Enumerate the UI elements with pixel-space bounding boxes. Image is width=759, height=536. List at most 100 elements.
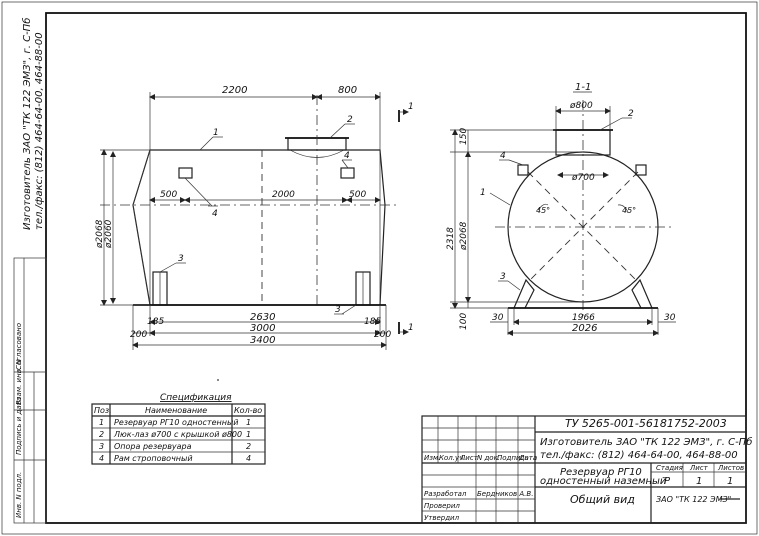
- side-margin-manufacturer: Изготовитель ЗАО "ТК 122 ЭМЗ", г. С-Пб т…: [21, 18, 45, 230]
- stamp-col-1: Инв. N подл.: [15, 472, 23, 518]
- lifting-lug-left: [178, 167, 193, 179]
- tb-stage-label: Стадия: [656, 464, 683, 472]
- callout-3-front-b: 3: [335, 305, 341, 315]
- tb-view-name: Общий вид: [570, 493, 635, 506]
- callout-4-front-a: 4: [212, 209, 218, 219]
- tb-col-ndok: N док.: [477, 454, 500, 462]
- front-view: 2200 800 500 2000 500 ø2068 ø2060 185 18…: [95, 85, 414, 350]
- callout-4-front-b: 4: [344, 151, 350, 161]
- tb-manufacturer: Изготовитель ЗАО "ТК 122 ЭМЗ", г. С-Пб: [540, 436, 752, 448]
- title-block: Изм. Кол.уч. Лист N док. Подпись Дата Ра…: [421, 415, 752, 524]
- tb-phone: тел./факс: (812) 464-64-00, 464-88-00: [540, 450, 738, 461]
- tb-sheets-label: Листов: [717, 464, 744, 472]
- spec-row-3-qty: 2: [246, 442, 251, 451]
- dim-200-right: 200: [374, 330, 391, 340]
- dim-2630: 2630: [250, 312, 275, 323]
- spec-header-name: Наименование: [145, 406, 207, 415]
- tb-product-line2: одностенный наземный: [540, 476, 667, 487]
- tb-col-data: Дата: [518, 454, 537, 462]
- spec-row-2-qty: 1: [246, 430, 251, 439]
- callout-2-section: 2: [628, 109, 634, 119]
- angle-left: 45°: [536, 206, 550, 215]
- saddle-right: [631, 278, 653, 309]
- spec-header-qty: Кол-во: [234, 406, 262, 415]
- dim-2200: 2200: [222, 85, 247, 96]
- dim-2060-front: ø2060: [104, 219, 114, 249]
- tb-role-developer: Разработал: [424, 490, 467, 498]
- dim-3400: 3400: [250, 335, 275, 346]
- dim-800-section: ø800: [569, 101, 593, 111]
- tb-product-line1: Резервуар РГ10: [560, 467, 642, 478]
- tb-col-izm: Изм.: [424, 454, 440, 462]
- dim-500-left: 500: [160, 190, 177, 200]
- dim-30-right: 30: [664, 313, 676, 323]
- side-stamp: Согласовано Инв. N подл. Подпись и дата …: [13, 257, 47, 524]
- spec-row-3-pos: 3: [99, 442, 104, 451]
- lug-section-left: [517, 164, 529, 176]
- saddle-left: [513, 278, 535, 309]
- callout-1-section: 1: [480, 188, 486, 198]
- tank-body: [132, 149, 386, 306]
- stamp-col-2: Подпись и дата: [15, 397, 23, 455]
- dim-1966: 1966: [572, 313, 595, 323]
- cut-mark-bottom: 1: [408, 323, 414, 333]
- dim-2000: 2000: [272, 190, 295, 200]
- tb-stage-value: Р: [664, 476, 671, 487]
- stray-dot: [217, 379, 219, 381]
- tb-sheet-value: 1: [696, 476, 702, 487]
- agreed-label: Согласовано: [15, 323, 23, 370]
- dim-30-left: 30: [492, 313, 504, 323]
- dim-2068-front: ø2068: [95, 219, 105, 249]
- callout-3-front-a: 3: [178, 254, 184, 264]
- tb-sheet-label: Лист: [689, 464, 709, 472]
- dim-2026: 2026: [572, 323, 597, 334]
- dim-2068-section: ø2068: [459, 221, 469, 251]
- callout-3-section: 3: [500, 272, 506, 282]
- dim-2318: 2318: [446, 227, 456, 250]
- lug-section-right: [635, 164, 647, 176]
- spec-row-4-qty: 4: [246, 454, 251, 463]
- section-view: 1-1 ø800 ø700 45° 45°: [446, 82, 676, 336]
- tb-col-podpis: Подпись: [497, 454, 529, 462]
- dim-500-right: 500: [349, 190, 366, 200]
- spec-row-3-name: Опора резервуара: [114, 442, 192, 451]
- tb-sheets-value: 1: [727, 476, 733, 487]
- tb-doc-code: ТУ 5265-001-56181752-2003: [565, 417, 727, 430]
- dim-200-left: 200: [130, 330, 147, 340]
- tb-col-list: Лист: [459, 454, 479, 462]
- spec-title: Спецификация: [160, 393, 232, 403]
- tb-col-kolich: Кол.уч.: [439, 454, 465, 462]
- dim-800-top: 800: [338, 85, 357, 96]
- svg-text:Изготовитель ЗАО "ТК 122 ЭМЗ",: Изготовитель ЗАО "ТК 122 ЭМЗ", г. С-Пб: [21, 18, 33, 230]
- spec-row-4-pos: 4: [99, 454, 104, 463]
- spec-row-1-name: Резервуар РГ10 одностенный: [114, 418, 238, 427]
- dim-3000: 3000: [250, 323, 275, 334]
- tb-role-checker: Проверил: [424, 502, 460, 510]
- callout-1-front: 1: [213, 128, 219, 138]
- section-title: 1-1: [575, 82, 591, 93]
- tb-developer-name: Бердников А.В.: [477, 490, 533, 498]
- spec-header-pos: Поз.: [94, 406, 112, 415]
- spec-row-1-pos: 1: [99, 418, 104, 427]
- dim-100: 100: [459, 313, 469, 330]
- spec-row-2-pos: 2: [99, 430, 104, 439]
- tb-company: ЗАО "ТК 122 ЭМЗ": [656, 495, 731, 504]
- tb-role-approver: Утвердил: [424, 514, 460, 522]
- callout-2-front: 2: [347, 115, 353, 125]
- specification-table: Спецификация Поз. Наименование Кол-во 1 …: [91, 393, 266, 465]
- spec-row-2-name: Люк-лаз ø700 с крышкой ø800: [113, 430, 242, 439]
- angle-right: 45°: [622, 206, 636, 215]
- spec-row-4-name: Рам строповочный: [114, 454, 193, 463]
- stamp-col-3: Взам. инв. N: [15, 359, 23, 405]
- spec-row-1-qty: 1: [246, 418, 251, 427]
- lifting-lug-right: [340, 167, 355, 179]
- dim-700-section: ø700: [571, 173, 595, 183]
- callout-4-section: 4: [500, 151, 506, 161]
- cut-mark-top: 1: [408, 102, 414, 112]
- dim-150: 150: [459, 128, 469, 145]
- svg-text:тел./факс: (812) 464-64-00, 46: тел./факс: (812) 464-64-00, 464-88-00: [34, 32, 45, 230]
- dim-185-left: 185: [147, 317, 164, 327]
- dim-185-right: 185: [364, 317, 381, 327]
